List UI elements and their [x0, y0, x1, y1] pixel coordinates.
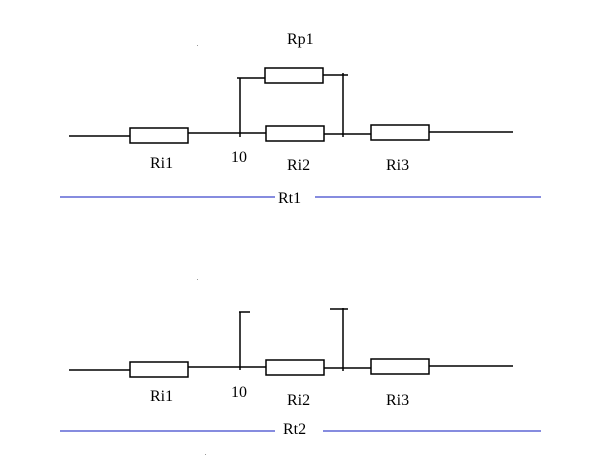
stray-dot: [205, 454, 206, 455]
resistor-ri1: [129, 127, 189, 144]
resistor-ri3: [370, 124, 430, 141]
label-ri1: Ri1: [150, 388, 173, 405]
label-ri1: Ri1: [150, 155, 173, 172]
resistor-ri3: [370, 358, 430, 375]
resistor-rp1: [264, 67, 324, 84]
label-ri3: Ri3: [386, 392, 409, 409]
top-circuit: Rp1 Ri1 10 Ri2 Ri3 Rt1: [60, 31, 541, 207]
label-rp1: Rp1: [287, 31, 314, 48]
stray-dot: [197, 279, 198, 280]
label-ri2: Ri2: [287, 157, 310, 174]
stray-dot: [197, 45, 198, 46]
label-node: 10: [231, 384, 247, 401]
resistor-ri2: [265, 125, 325, 142]
resistor-ri1: [129, 361, 189, 378]
label-node: 10: [231, 149, 247, 166]
label-ri2: Ri2: [287, 392, 310, 409]
resistor-ri2: [265, 359, 325, 376]
label-ri3: Ri3: [386, 157, 409, 174]
label-rt2: Rt2: [283, 421, 306, 438]
bottom-circuit: Ri1 10 Ri2 Ri3 Rt2: [60, 308, 541, 438]
label-rt1: Rt1: [278, 190, 301, 207]
